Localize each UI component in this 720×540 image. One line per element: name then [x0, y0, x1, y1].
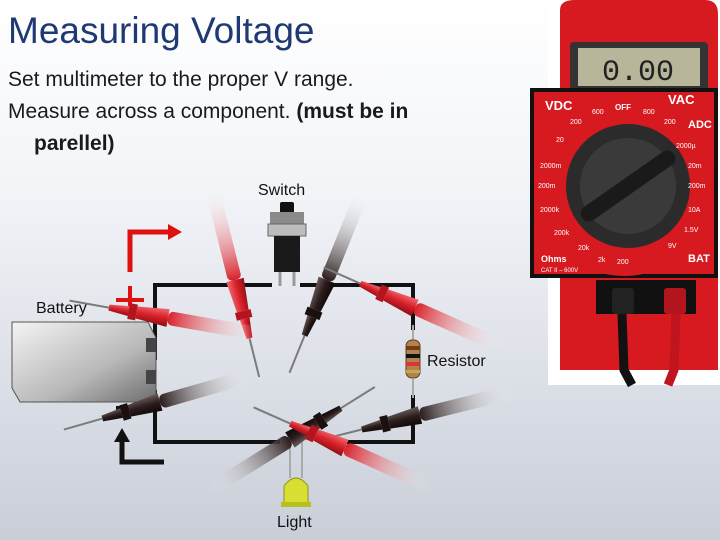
- push-switch: [267, 202, 307, 286]
- dial-vdc: VDC: [545, 98, 573, 113]
- dial-2000m: 2000m: [540, 163, 562, 170]
- resistor: [405, 325, 421, 398]
- dial-200-ohm: 200: [617, 259, 629, 266]
- instruction-note-cont: parellel): [34, 132, 115, 155]
- dial-bat: BAT: [688, 253, 710, 265]
- light-label: Light: [277, 514, 312, 531]
- dial-800: 800: [643, 109, 655, 116]
- positive-arrow: [127, 224, 182, 272]
- dial-10a: 10A: [688, 207, 701, 214]
- battery: [11, 321, 157, 403]
- multimeter-display: 0.00: [602, 56, 674, 90]
- instruction-line-1: Set multimeter to the proper V range.: [8, 68, 354, 91]
- slide-title: Measuring Voltage: [8, 10, 315, 51]
- dial-adc: ADC: [688, 119, 712, 131]
- dial-cat: CAT II – 600V: [541, 268, 578, 274]
- dial-ohms: Ohms: [541, 254, 567, 264]
- probe-red-top-left: [202, 184, 269, 381]
- dial-1-5v: 1.5V: [684, 227, 699, 234]
- dial-200k: 200k: [554, 230, 570, 237]
- dial-vac: VAC: [668, 92, 695, 107]
- dial-600: 600: [592, 109, 604, 116]
- light-led: [281, 442, 311, 507]
- probe-black-right-bottom: [319, 382, 516, 449]
- battery-label: Battery: [36, 300, 87, 317]
- dial-2k: 2k: [598, 257, 606, 264]
- dial-2000u: 2000µ: [676, 143, 696, 150]
- dial-200m-adc: 200m: [688, 183, 706, 190]
- multimeter: 0.00 VDC VAC ADC OFF Ohms BAT 600 200 20…: [530, 0, 720, 388]
- dial-200m: 200m: [538, 183, 556, 190]
- instruction-text: Measure across a component.: [8, 100, 291, 123]
- dial-off: OFF: [615, 103, 631, 112]
- dial-200-vdc: 200: [570, 119, 582, 126]
- switch-label: Switch: [258, 182, 306, 199]
- instruction-line-2: Measure across a component. (must be in: [8, 100, 408, 124]
- instruction-note: (must be in: [296, 100, 409, 123]
- dial-20m: 20m: [688, 163, 702, 170]
- dial-9v: 9V: [668, 243, 677, 250]
- resistor-label: Resistor: [427, 353, 486, 370]
- dial-20k: 20k: [578, 245, 590, 252]
- circuit-wires: [153, 283, 415, 444]
- dial-2000k: 2000k: [540, 207, 560, 214]
- dial-200-vac: 200: [664, 119, 676, 126]
- dial-20: 20: [556, 137, 564, 144]
